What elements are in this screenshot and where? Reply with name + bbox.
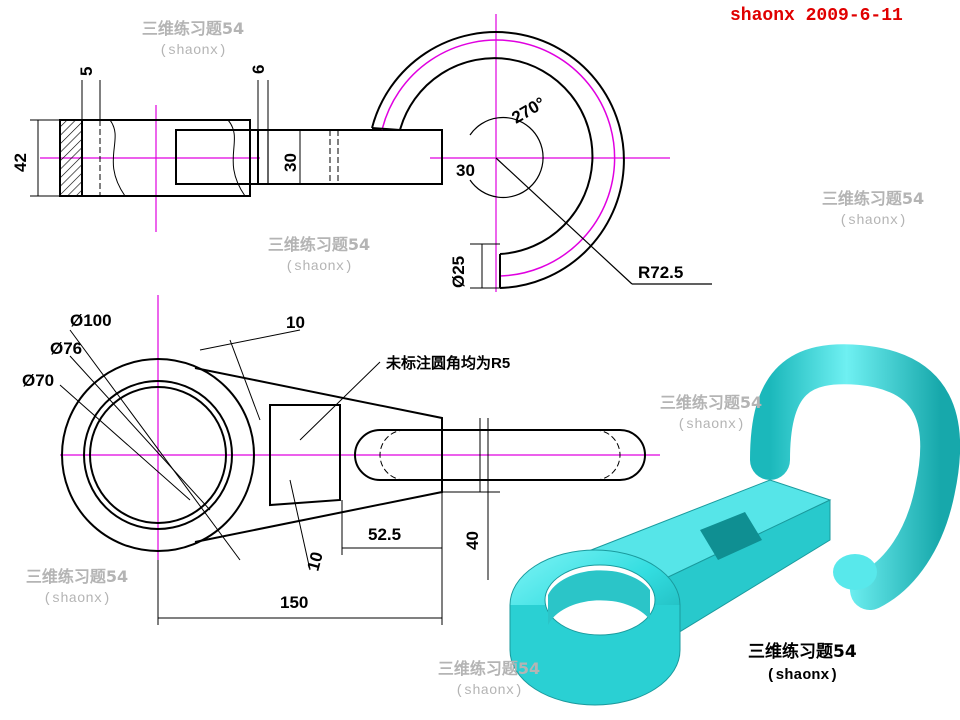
- dim-d25: Ø25: [449, 256, 468, 288]
- caption-author: (shaonx): [766, 667, 839, 684]
- dim-d100: Ø100: [70, 311, 112, 330]
- dim-42: 42: [11, 153, 30, 172]
- top-view: [59, 295, 660, 625]
- watermark-title: 三维练习题54: [25, 567, 129, 586]
- watermark-title: 三维练习题54: [141, 19, 245, 38]
- dim-5: 5: [77, 67, 96, 76]
- watermark-3: 三维练习题54 (shaonx): [244, 234, 394, 278]
- watermark-author: (shaonx): [43, 591, 111, 607]
- dim-d70: Ø70: [22, 371, 54, 390]
- fillet-note: 未标注圆角均为R5: [385, 354, 510, 372]
- watermark-4: 三维练习题54 (shaonx): [636, 392, 786, 436]
- dim-52-5: 52.5: [368, 525, 401, 544]
- dim-150: 150: [280, 593, 308, 612]
- dim-d76: Ø76: [50, 339, 82, 358]
- caption-title: 三维练习题54: [748, 642, 857, 662]
- dim-6: 6: [249, 65, 268, 74]
- author-date-header: shaonx 2009-6-11: [730, 6, 903, 26]
- dim-40: 40: [463, 531, 482, 550]
- watermark-title: 三维练习题54: [659, 393, 763, 412]
- watermark-5: 三维练习题54 (shaonx): [2, 566, 152, 610]
- watermark-author: (shaonx): [677, 417, 745, 433]
- watermark-title: 三维练习题54: [437, 659, 541, 678]
- dim-270: 270°: [509, 93, 549, 127]
- top-view-centerlines: [60, 295, 660, 560]
- 3d-model: [509, 344, 960, 706]
- watermark-author: (shaonx): [455, 683, 523, 699]
- drawing-caption: 三维练习题54 (shaonx): [748, 640, 857, 688]
- watermark-6: 三维练习题54 (shaonx): [414, 658, 564, 702]
- dim-30-vertical: 30: [281, 153, 300, 172]
- watermark-author: (shaonx): [839, 213, 907, 229]
- watermark-2: 三维练习题54 (shaonx): [798, 188, 948, 232]
- watermark-1: 三维练习题54 (shaonx): [118, 18, 268, 62]
- watermark-author: (shaonx): [285, 259, 353, 275]
- dim-10-bottom: 10: [304, 550, 327, 573]
- dimension-labels: 5 6 42 30 30 270° Ø25 R72.5 Ø100 Ø76 Ø70…: [11, 65, 683, 612]
- dim-30-horizontal: 30: [456, 161, 475, 180]
- watermark-title: 三维练习题54: [821, 189, 925, 208]
- watermark-title: 三维练习题54: [267, 235, 371, 254]
- dim-r72: R72.5: [638, 263, 683, 282]
- front-view: [30, 14, 712, 292]
- dim-10-top: 10: [286, 313, 305, 332]
- watermark-author: (shaonx): [159, 43, 227, 59]
